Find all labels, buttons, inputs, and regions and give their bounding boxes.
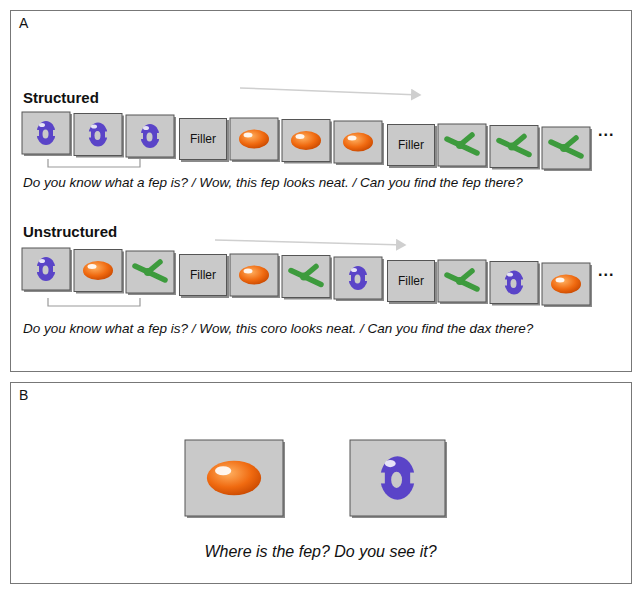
novel-object [291,267,321,285]
image-frame [334,257,382,299]
image-frame [126,251,174,293]
condition-label: Structured [23,89,99,106]
time-arrow [215,240,405,245]
image-frame [282,120,330,162]
purple-object [379,456,415,499]
image-frame [230,254,278,296]
image-frame [22,248,70,290]
filler-frame: Filler [387,124,435,166]
trial-bracket [48,159,140,167]
panel: B Where is the fep? Do you see it? [10,382,632,584]
image-frame [185,440,283,516]
image-frame [438,124,486,166]
test-prompt: Where is the fep? Do you see it? [11,543,630,561]
trial-bracket [48,298,140,306]
novel-object [239,266,269,285]
image-frame [350,440,445,516]
novel-object [36,121,56,145]
image-frame [542,127,590,169]
novel-object [88,123,108,147]
image-frame [74,114,122,156]
filler-label: Filler [398,138,424,152]
orange-object [207,461,261,495]
novel-object [140,124,160,148]
novel-object [348,266,368,290]
novel-object [447,271,477,289]
image-frame [490,262,538,304]
image-frame [490,126,538,168]
filler-label: Filler [190,132,216,146]
panel-letter: A [19,15,28,31]
image-frame [282,256,330,298]
novel-object [499,137,529,155]
image-frame [438,260,486,302]
filler-label: Filler [398,274,424,288]
novel-object [551,138,581,156]
image-frame [22,112,70,154]
novel-object [135,262,165,280]
novel-object [239,130,269,149]
novel-object [447,135,477,153]
condition-label: Unstructured [23,223,117,240]
filler-frame: Filler [387,260,435,302]
image-frame [230,118,278,160]
novel-object [36,257,56,281]
novel-object [551,275,581,294]
novel-object [343,133,373,152]
utterance-caption: Do you know what a fep is? / Wow, this f… [23,175,523,190]
image-frame [542,263,590,305]
image-frame [74,250,122,292]
time-arrow [240,88,420,95]
continuation-dots: ... [598,262,614,280]
novel-object [83,261,113,280]
panel-letter: B [19,387,28,403]
filler-frame: Filler [179,118,227,160]
image-frame [334,121,382,163]
continuation-dots: ... [598,122,614,140]
image-frame [126,115,174,157]
novel-object [291,131,321,150]
utterance-caption: Do you know what a fep is? / Wow, this c… [23,321,533,336]
filler-frame: Filler [179,254,227,296]
panel: A Structured Do you know what a fep is? / … [10,10,632,372]
filler-label: Filler [190,268,216,282]
novel-object [504,271,524,295]
